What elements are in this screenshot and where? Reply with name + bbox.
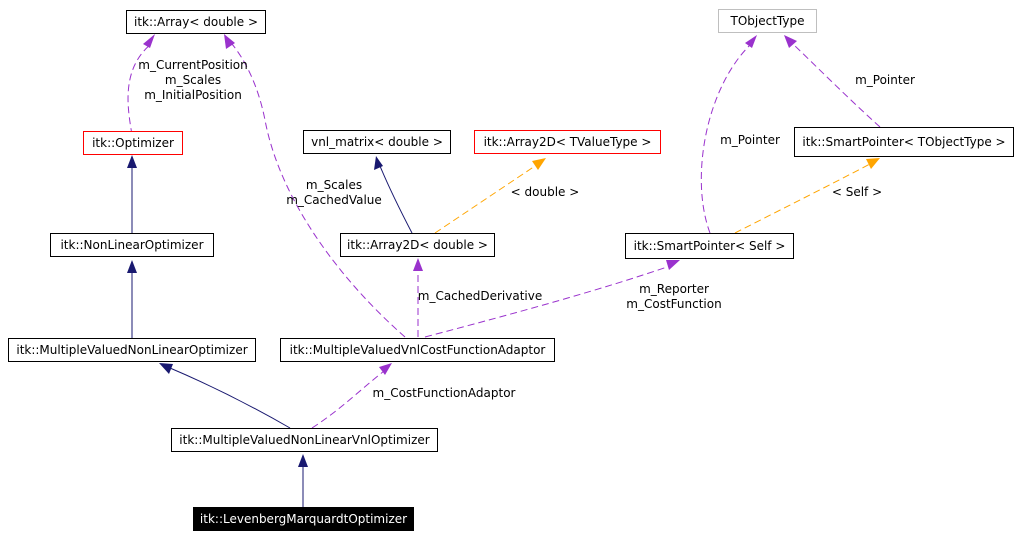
edge-multiple-nonlinear-arrowhead (127, 260, 137, 273)
node-multiple-valued-nonlinear-optimizer[interactable]: itk::MultipleValuedNonLinearOptimizer (8, 338, 256, 362)
label-cost-function-adaptor: m_CostFunctionAdaptor (372, 386, 516, 400)
edge-smartpointer-tobject (792, 43, 881, 128)
edge-levenberg-vnl-arrowhead (298, 454, 308, 467)
label-smartself-tobject: m_Pointer (720, 133, 780, 147)
edge-vnl-optimizer-adaptor-arrowhead (379, 363, 392, 375)
label-cached-derivative: m_CachedDerivative (417, 289, 543, 303)
edge-adaptor-array2d-arrowhead (413, 258, 423, 271)
label-initial-position: m_InitialPosition (144, 88, 242, 102)
label-scales: m_Scales (164, 73, 222, 87)
edge-vnl-multiple-arrowhead (159, 363, 173, 374)
label-current-position: m_CurrentPosition (138, 58, 248, 72)
label-array2d-template: < double > (510, 185, 580, 199)
node-multiple-valued-nonlinear-vnl-optimizer[interactable]: itk::MultipleValuedNonLinearVnlOptimizer (171, 428, 438, 452)
node-nonlinear-optimizer[interactable]: itk::NonLinearOptimizer (50, 233, 214, 257)
edge-vnl-optimizer-adaptor (311, 370, 385, 429)
edge-optimizer-array-arrowhead (143, 34, 155, 48)
edge-adaptor-smartpointer-arrowhead (666, 260, 680, 270)
edge-smartpointer-template-arrowhead (866, 158, 880, 169)
label-optimizer-array: m_CurrentPosition m_Scales m_InitialPosi… (128, 58, 258, 103)
label-cached-value: m_CachedValue (286, 193, 382, 207)
label-adaptor-scales: m_Scales (305, 178, 363, 192)
node-cost-function-adaptor[interactable]: itk::MultipleValuedVnlCostFunctionAdapto… (280, 338, 555, 362)
edge-array2d-vnl-matrix (379, 165, 413, 234)
edge-adaptor-smartpointer (424, 265, 671, 338)
edge-smartpointer-tobject-arrowhead (784, 35, 797, 48)
label-adaptor-smartpointer: m_Reporter m_CostFunction (614, 282, 734, 312)
node-array2d-tvaluetype[interactable]: itk::Array2D< TValueType > (474, 130, 661, 154)
node-array2d-double[interactable]: itk::Array2D< double > (340, 233, 495, 257)
edge-vnl-multiple (169, 367, 291, 429)
edge-smartself-tobject (700, 44, 751, 234)
edge-optimizer-array (127, 43, 152, 136)
edge-array2d-template-arrowhead (532, 158, 546, 170)
node-vnl-matrix-double[interactable]: vnl_matrix< double > (303, 130, 451, 154)
edge-array2d-template (434, 165, 536, 234)
node-tobjecttype[interactable]: TObjectType (718, 9, 817, 33)
node-smartpointer-tobjecttype[interactable]: itk::SmartPointer< TObjectType > (794, 127, 1014, 157)
edge-nonlinear-optimizer-arrowhead (127, 155, 137, 168)
node-smartpointer-self[interactable]: itk::SmartPointer< Self > (625, 233, 794, 259)
node-array-double[interactable]: itk::Array< double > (126, 10, 266, 34)
edge-array2d-vnl-matrix-arrowhead (374, 156, 383, 170)
label-smartpointer-template: < Self > (831, 185, 883, 199)
edge-smartpointer-template (734, 163, 871, 234)
node-levenberg-marquardt-optimizer[interactable]: itk::LevenbergMarquardtOptimizer (193, 507, 414, 531)
node-optimizer[interactable]: itk::Optimizer (83, 131, 183, 155)
label-reporter: m_Reporter (639, 282, 709, 296)
label-smartpointer-tobject: m_Pointer (855, 73, 915, 87)
edge-smartself-tobject-arrowhead (745, 35, 757, 48)
label-adaptor-array: m_Scales m_CachedValue (274, 178, 394, 208)
edge-adaptor-array (231, 43, 406, 338)
edge-adaptor-array-arrowhead (224, 34, 235, 49)
label-cost-function: m_CostFunction (626, 297, 722, 311)
